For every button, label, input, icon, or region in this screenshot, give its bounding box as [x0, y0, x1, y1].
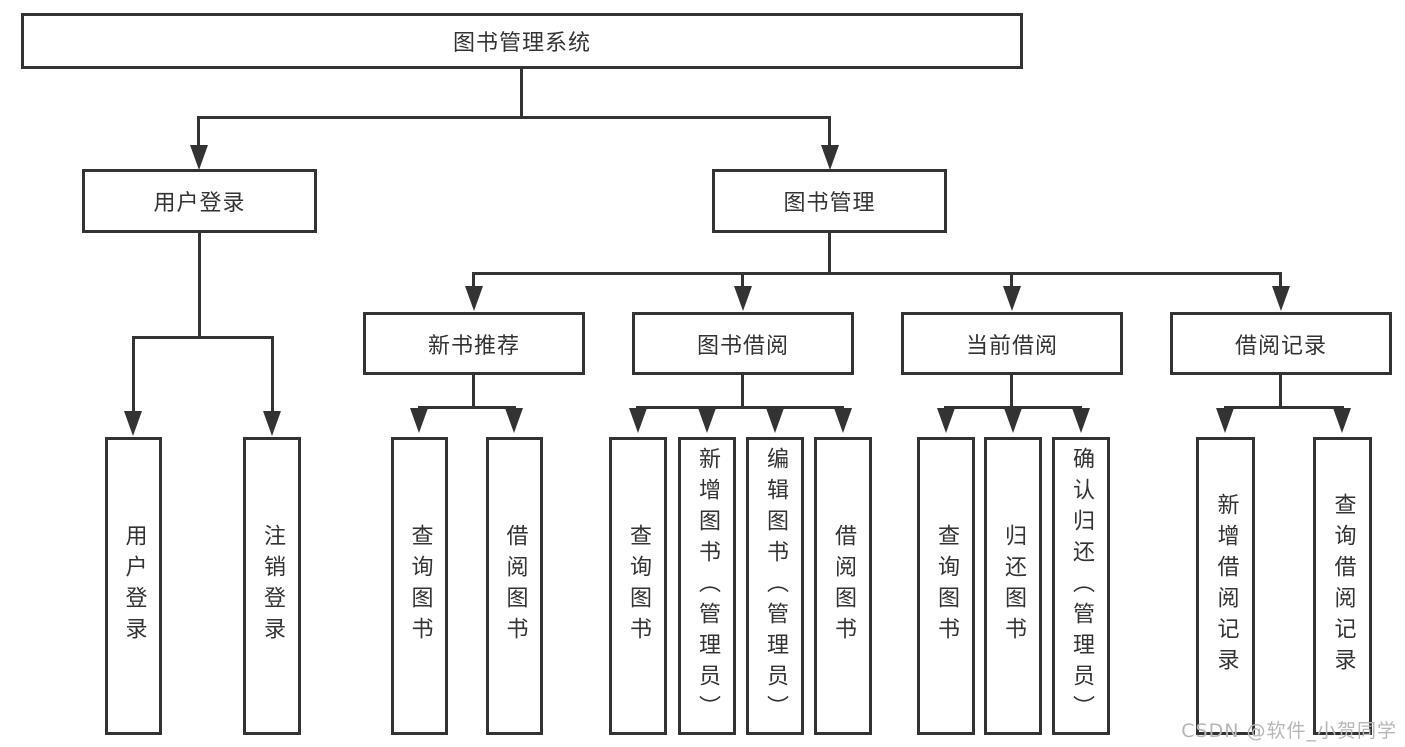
node-current-borrow: 当前借阅 — [901, 312, 1123, 375]
node-root-label: 图书管理系统 — [452, 31, 591, 56]
leaf-confirm-return-admin: 确认归还（管理员） — [1052, 437, 1110, 735]
arrowhead-down-icon — [629, 408, 647, 433]
connector-new-book-bus — [418, 406, 516, 409]
leaf-label: 注销登录 — [260, 524, 285, 648]
connector-borrow-records-stem — [1279, 375, 1282, 409]
node-borrow-records-label: 借阅记录 — [1234, 333, 1327, 359]
leaf-label: 新增图书（管理员） — [695, 446, 720, 726]
node-book-borrow-label: 图书借阅 — [696, 333, 789, 359]
connector-drop-book-management — [828, 116, 831, 148]
connector-borrow-records-bus — [1224, 406, 1344, 409]
node-book-management-label: 图书管理 — [783, 191, 876, 216]
leaf-label: 确认归还（管理员） — [1069, 446, 1094, 726]
leaf-query-book-1: 查询图书 — [391, 437, 448, 735]
connector-user-login-stem — [198, 233, 201, 339]
connector-drop-level3 — [741, 272, 744, 288]
node-user-login: 用户登录 — [82, 169, 317, 233]
arrowhead-down-icon — [1003, 286, 1021, 311]
connector-level3-bus — [472, 272, 1282, 275]
leaf-borrow-book-2: 借阅图书 — [814, 437, 872, 735]
leaf-logout: 注销登录 — [243, 437, 301, 735]
leaf-label: 查询借阅记录 — [1330, 493, 1356, 679]
connector-drop-level3 — [472, 272, 475, 288]
connector-drop-leaf — [271, 336, 274, 412]
arrowhead-down-icon — [505, 408, 523, 433]
arrowhead-down-icon — [1333, 408, 1351, 433]
leaf-user-login: 用户登录 — [105, 437, 162, 735]
node-new-book-recommend-label: 新书推荐 — [427, 333, 520, 359]
leaf-label: 借阅图书 — [831, 524, 856, 648]
arrowhead-down-icon — [937, 408, 955, 433]
node-book-management: 图书管理 — [712, 169, 947, 233]
connector-drop-level3 — [1279, 272, 1282, 288]
arrowhead-down-icon — [698, 408, 716, 433]
leaf-label: 新增借阅记录 — [1213, 493, 1239, 679]
arrowhead-down-icon — [465, 286, 483, 311]
arrowhead-down-icon — [1004, 408, 1022, 433]
arrowhead-down-icon — [1072, 408, 1090, 433]
connector-drop-level3 — [1010, 272, 1013, 288]
connector-drop-user-login — [197, 116, 200, 148]
leaf-label: 查询图书 — [934, 524, 959, 648]
connector-user-login-bus — [132, 336, 274, 339]
arrowhead-down-icon — [821, 145, 839, 170]
leaf-label: 借阅图书 — [502, 524, 528, 648]
connector-current-borrow-stem — [1010, 375, 1013, 409]
leaf-label: 查询图书 — [407, 524, 433, 648]
leaf-add-borrow-record: 新增借阅记录 — [1196, 437, 1255, 735]
arrowhead-down-icon — [263, 411, 281, 436]
arrowhead-down-icon — [734, 286, 752, 311]
leaf-edit-book-admin: 编辑图书（管理员） — [746, 437, 804, 735]
node-book-borrow: 图书借阅 — [632, 312, 854, 375]
connector-level2-bus — [197, 116, 831, 119]
leaf-add-book-admin: 新增图书（管理员） — [678, 437, 736, 735]
leaf-label: 查询图书 — [626, 524, 651, 648]
connector-book-borrow-bus — [636, 406, 844, 409]
arrowhead-down-icon — [1216, 408, 1234, 433]
leaf-return-book: 归还图书 — [984, 437, 1042, 735]
arrowhead-down-icon — [1272, 286, 1290, 311]
leaf-query-book-2: 查询图书 — [609, 437, 667, 735]
connector-book-management-stem — [828, 233, 831, 275]
arrowhead-down-icon — [190, 145, 208, 170]
arrowhead-down-icon — [124, 411, 142, 436]
arrowhead-down-icon — [834, 408, 852, 433]
watermark: CSDN @软件_小贺同学 — [1181, 720, 1397, 742]
node-borrow-records: 借阅记录 — [1170, 312, 1392, 375]
connector-drop-leaf — [132, 336, 135, 412]
leaf-borrow-book-1: 借阅图书 — [486, 437, 543, 735]
leaf-label: 编辑图书（管理员） — [763, 446, 788, 726]
node-user-login-label: 用户登录 — [153, 191, 246, 216]
leaf-query-borrow-record: 查询借阅记录 — [1313, 437, 1372, 735]
leaf-label: 归还图书 — [1001, 524, 1026, 648]
arrowhead-down-icon — [410, 408, 428, 433]
node-new-book-recommend: 新书推荐 — [363, 312, 585, 375]
connector-new-book-stem — [472, 375, 475, 409]
node-root: 图书管理系统 — [21, 13, 1023, 69]
node-current-borrow-label: 当前借阅 — [965, 333, 1058, 359]
connector-book-borrow-stem — [741, 375, 744, 409]
leaf-query-book-3: 查询图书 — [917, 437, 975, 735]
arrowhead-down-icon — [766, 408, 784, 433]
connector-current-borrow-bus — [944, 406, 1082, 409]
leaf-label: 用户登录 — [121, 524, 147, 648]
connector-root-stem — [520, 69, 523, 119]
